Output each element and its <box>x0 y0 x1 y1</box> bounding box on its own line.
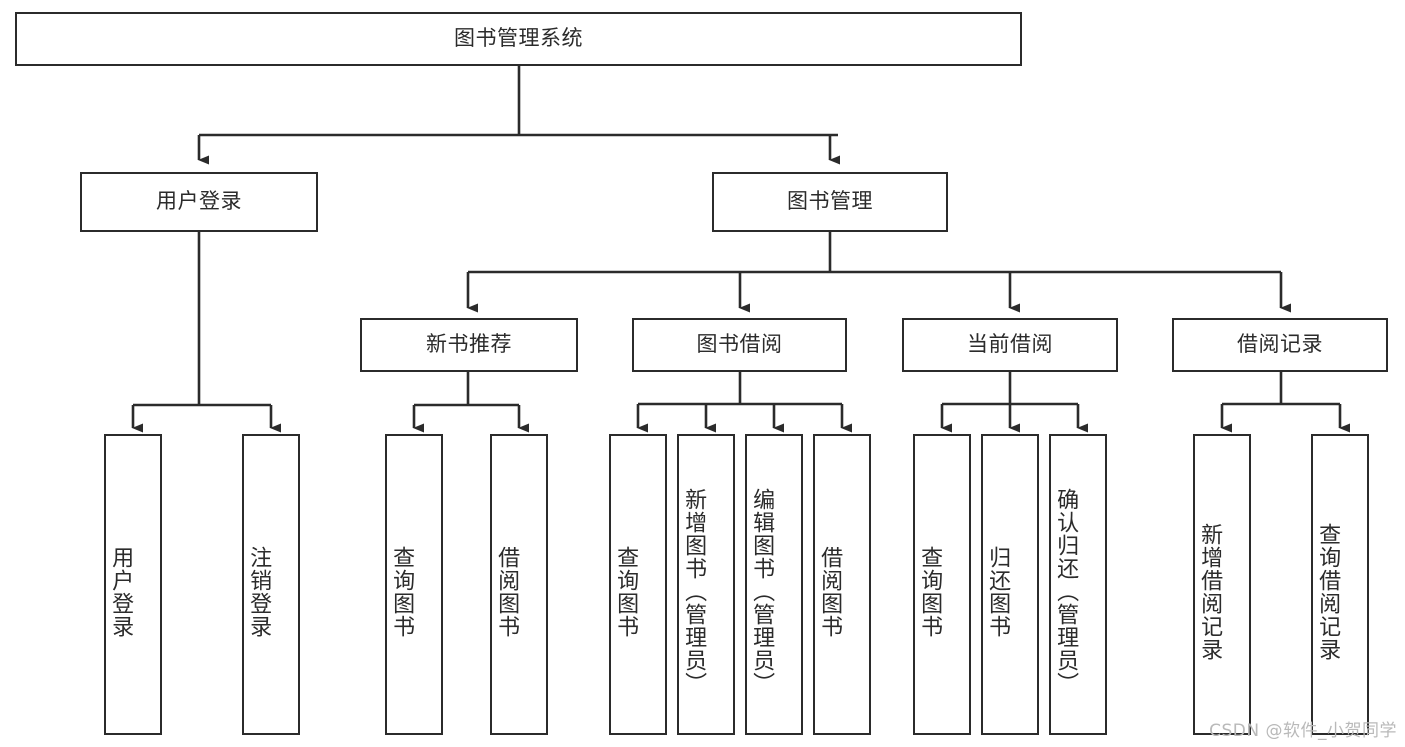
node-label: 图书管理系统 <box>454 26 583 51</box>
node-label: 新书推荐 <box>426 332 512 357</box>
node-leaf-borrow-book-recommend[interactable]: 借阅图书 <box>490 434 548 735</box>
node-label: 用户登录 <box>156 189 242 214</box>
node-leaf-query-book-borrow[interactable]: 查询图书 <box>609 434 667 735</box>
node-leaf-add-borrow-record[interactable]: 新增借阅记录 <box>1193 434 1251 735</box>
node-label: 当前借阅 <box>967 332 1053 357</box>
node-label: 确认归还（管理员） <box>1053 488 1079 695</box>
node-user-login[interactable]: 用户登录 <box>80 172 318 232</box>
node-root-book-management-system[interactable]: 图书管理系统 <box>15 12 1022 66</box>
node-borrow-record[interactable]: 借阅记录 <box>1172 318 1388 372</box>
node-leaf-add-book-admin[interactable]: 新增图书（管理员） <box>677 434 735 735</box>
node-current-borrow[interactable]: 当前借阅 <box>902 318 1118 372</box>
node-leaf-logout[interactable]: 注销登录 <box>242 434 300 735</box>
node-leaf-return-book[interactable]: 归还图书 <box>981 434 1039 735</box>
node-label: 查询借阅记录 <box>1315 522 1341 661</box>
node-leaf-confirm-return-admin[interactable]: 确认归还（管理员） <box>1049 434 1107 735</box>
node-label: 图书借阅 <box>696 332 783 357</box>
node-label: 查询图书 <box>613 545 639 638</box>
node-label: 借阅图书 <box>494 545 520 638</box>
node-label: 注销登录 <box>246 545 272 638</box>
node-label: 查询图书 <box>389 545 415 638</box>
node-leaf-query-borrow-record[interactable]: 查询借阅记录 <box>1311 434 1369 735</box>
node-leaf-query-book-current[interactable]: 查询图书 <box>913 434 971 735</box>
node-label: 借阅图书 <box>817 545 843 638</box>
node-leaf-edit-book-admin[interactable]: 编辑图书（管理员） <box>745 434 803 735</box>
node-leaf-borrow-book[interactable]: 借阅图书 <box>813 434 871 735</box>
node-label: 新增图书（管理员） <box>681 488 707 695</box>
node-label: 用户登录 <box>108 545 134 638</box>
node-leaf-user-login[interactable]: 用户登录 <box>104 434 162 735</box>
watermark-text: CSDN @软件_小贺同学 <box>1209 721 1397 741</box>
node-label: 编辑图书（管理员） <box>749 488 775 695</box>
node-book-management[interactable]: 图书管理 <box>712 172 948 232</box>
node-label: 查询图书 <box>917 545 943 638</box>
node-label: 归还图书 <box>985 545 1011 638</box>
node-label: 新增借阅记录 <box>1197 522 1223 661</box>
node-book-borrow[interactable]: 图书借阅 <box>632 318 847 372</box>
node-label: 借阅记录 <box>1237 332 1323 357</box>
node-label: 图书管理 <box>787 189 873 214</box>
node-new-book-recommend[interactable]: 新书推荐 <box>360 318 578 372</box>
node-leaf-query-book-recommend[interactable]: 查询图书 <box>385 434 443 735</box>
